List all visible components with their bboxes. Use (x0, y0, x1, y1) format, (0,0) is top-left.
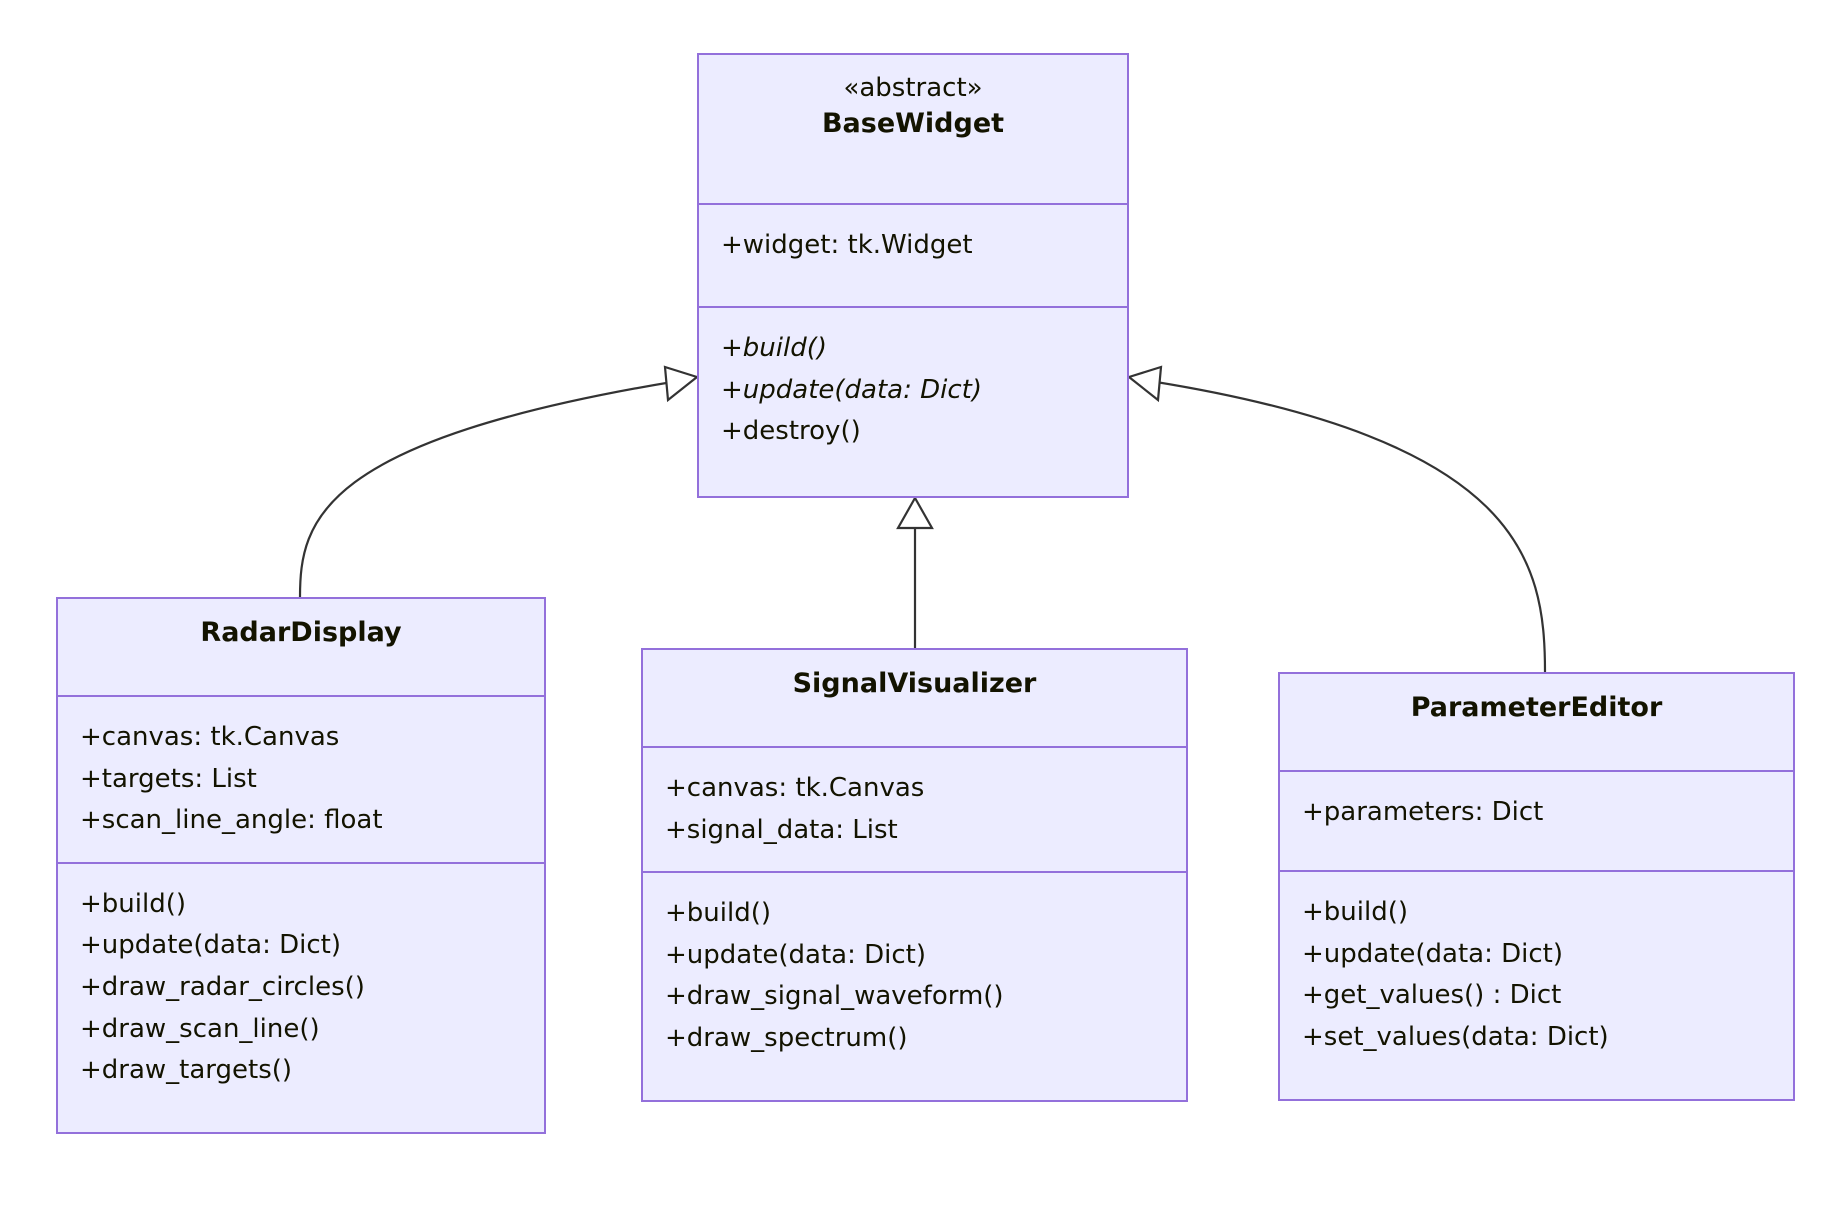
method-row: +update(data: Dict) (665, 939, 927, 970)
method-row: +build() (721, 333, 828, 363)
class-header-basewidget: «abstract» BaseWidget (699, 55, 1127, 205)
method-row: +destroy() (721, 416, 861, 447)
method-row: +draw_targets() (80, 1055, 293, 1086)
attribute-row: +scan_line_angle: float (80, 805, 383, 836)
class-header-signalvisualizer: SignalVisualizer (643, 650, 1186, 748)
class-box-parametereditor[interactable]: ParameterEditor +parameters: Dict +build… (1278, 672, 1795, 1101)
class-attributes-basewidget: +widget: tk.Widget (699, 205, 1127, 308)
method-row: +draw_spectrum() (665, 1022, 908, 1053)
class-header-parametereditor: ParameterEditor (1280, 674, 1793, 772)
class-attributes-signalvisualizer: +canvas: tk.Canvas +signal_data: List (643, 748, 1186, 874)
method-row: +update(data: Dict) (721, 374, 983, 405)
class-name-parametereditor: ParameterEditor (1410, 692, 1663, 723)
inheritance-arrow-radardisplay (663, 365, 700, 403)
method-row: +update(data: Dict) (80, 930, 342, 961)
class-name-basewidget: BaseWidget (821, 108, 1005, 140)
class-stereotype-basewidget: «abstract» (843, 73, 983, 103)
attribute-row: +canvas: tk.Canvas (665, 773, 925, 803)
edge-parametereditor-to-basewidget (1149, 379, 1547, 673)
method-row: +draw_radar_circles() (80, 971, 365, 1002)
attribute-row: +targets: List (80, 763, 257, 794)
method-row: +build() (665, 898, 772, 929)
class-methods-signalvisualizer: +build() +update(data: Dict) +draw_signa… (643, 873, 1186, 1100)
attribute-row: +widget: tk.Widget (721, 230, 973, 260)
class-methods-radardisplay: +build() +update(data: Dict) +draw_radar… (58, 864, 544, 1132)
class-box-radardisplay[interactable]: RadarDisplay +canvas: tk.Canvas +targets… (56, 597, 546, 1134)
inheritance-arrow-parametereditor (1126, 365, 1163, 403)
method-row: +build() (1302, 897, 1409, 927)
method-row: +update(data: Dict) (1302, 938, 1564, 969)
method-row: +set_values(data: Dict) (1302, 1021, 1609, 1052)
method-row: +get_values() : Dict (1302, 980, 1562, 1011)
class-box-signalvisualizer[interactable]: SignalVisualizer +canvas: tk.Canvas +sig… (641, 648, 1188, 1103)
attribute-row: +signal_data: List (665, 814, 898, 845)
edge-radardisplay-to-basewidget (298, 379, 679, 598)
method-row: +draw_signal_waveform() (665, 981, 1004, 1012)
method-row: +draw_scan_line() (80, 1013, 320, 1044)
class-attributes-parametereditor: +parameters: Dict (1280, 772, 1793, 872)
class-attributes-radardisplay: +canvas: tk.Canvas +targets: List +scan_… (58, 697, 544, 864)
attribute-row: +canvas: tk.Canvas (80, 722, 340, 752)
class-name-signalvisualizer: SignalVisualizer (792, 668, 1037, 699)
class-name-radardisplay: RadarDisplay (200, 617, 402, 648)
class-methods-parametereditor: +build() +update(data: Dict) +get_values… (1280, 872, 1793, 1099)
method-row: +build() (80, 888, 187, 919)
inheritance-arrow-signalvisualizer (896, 495, 934, 530)
attribute-row: +parameters: Dict (1302, 797, 1544, 827)
class-box-basewidget[interactable]: «abstract» BaseWidget +widget: tk.Widget… (697, 53, 1129, 498)
class-methods-basewidget: +build() +update(data: Dict) +destroy() (699, 308, 1127, 496)
class-header-radardisplay: RadarDisplay (58, 599, 544, 697)
